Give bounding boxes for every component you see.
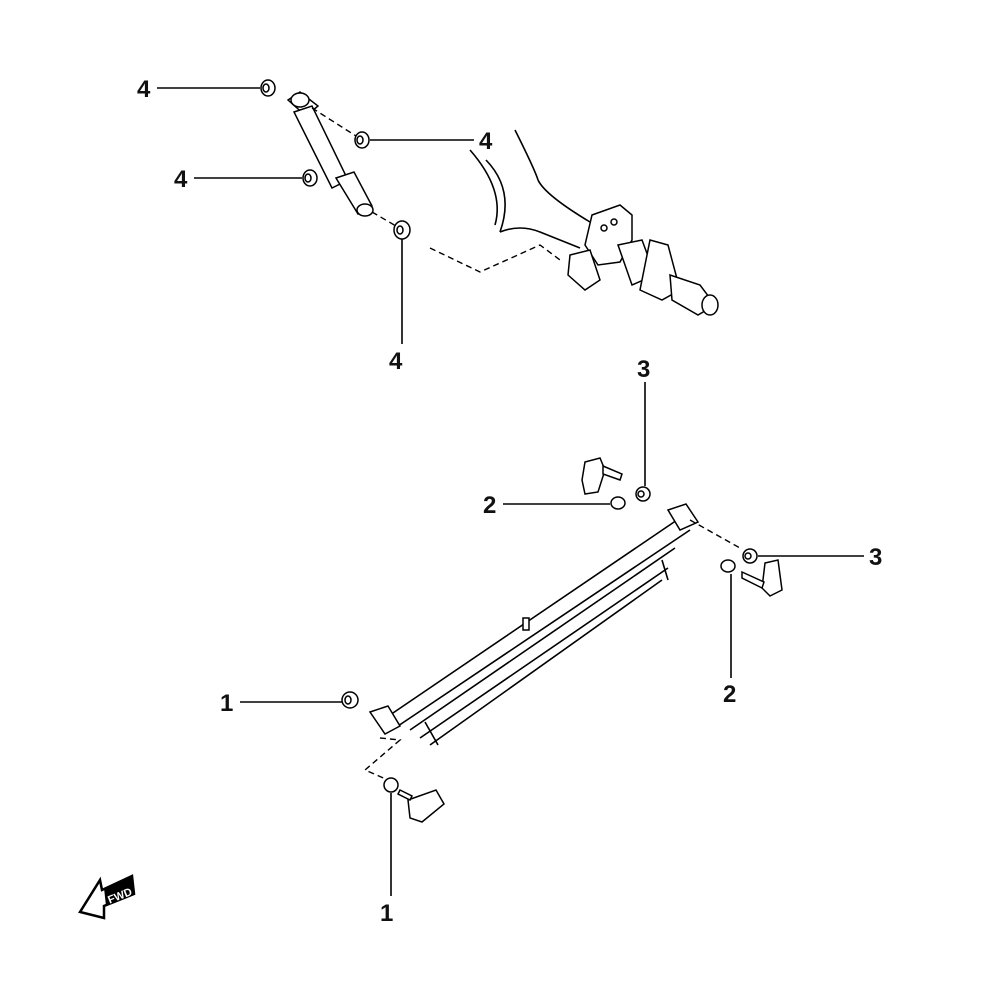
callout-4: 4 bbox=[137, 76, 151, 103]
forward-direction-arrow-icon: FWD bbox=[78, 874, 136, 920]
callout-4: 4 bbox=[174, 166, 188, 193]
bushing-4 bbox=[260, 79, 411, 240]
axle-housing bbox=[429, 129, 719, 316]
leader-lines bbox=[157, 87, 864, 896]
callout-4: 4 bbox=[389, 348, 403, 375]
callout-3: 3 bbox=[637, 356, 650, 383]
callout-4: 4 bbox=[479, 128, 493, 155]
callout-2: 2 bbox=[483, 492, 496, 519]
shock-absorber bbox=[286, 91, 397, 227]
callout-1: 1 bbox=[380, 900, 393, 927]
callout-2: 2 bbox=[723, 681, 736, 708]
shackles bbox=[341, 457, 783, 823]
leaf-spring bbox=[363, 503, 741, 781]
callout-1: 1 bbox=[220, 690, 233, 717]
callout-3: 3 bbox=[869, 544, 882, 571]
